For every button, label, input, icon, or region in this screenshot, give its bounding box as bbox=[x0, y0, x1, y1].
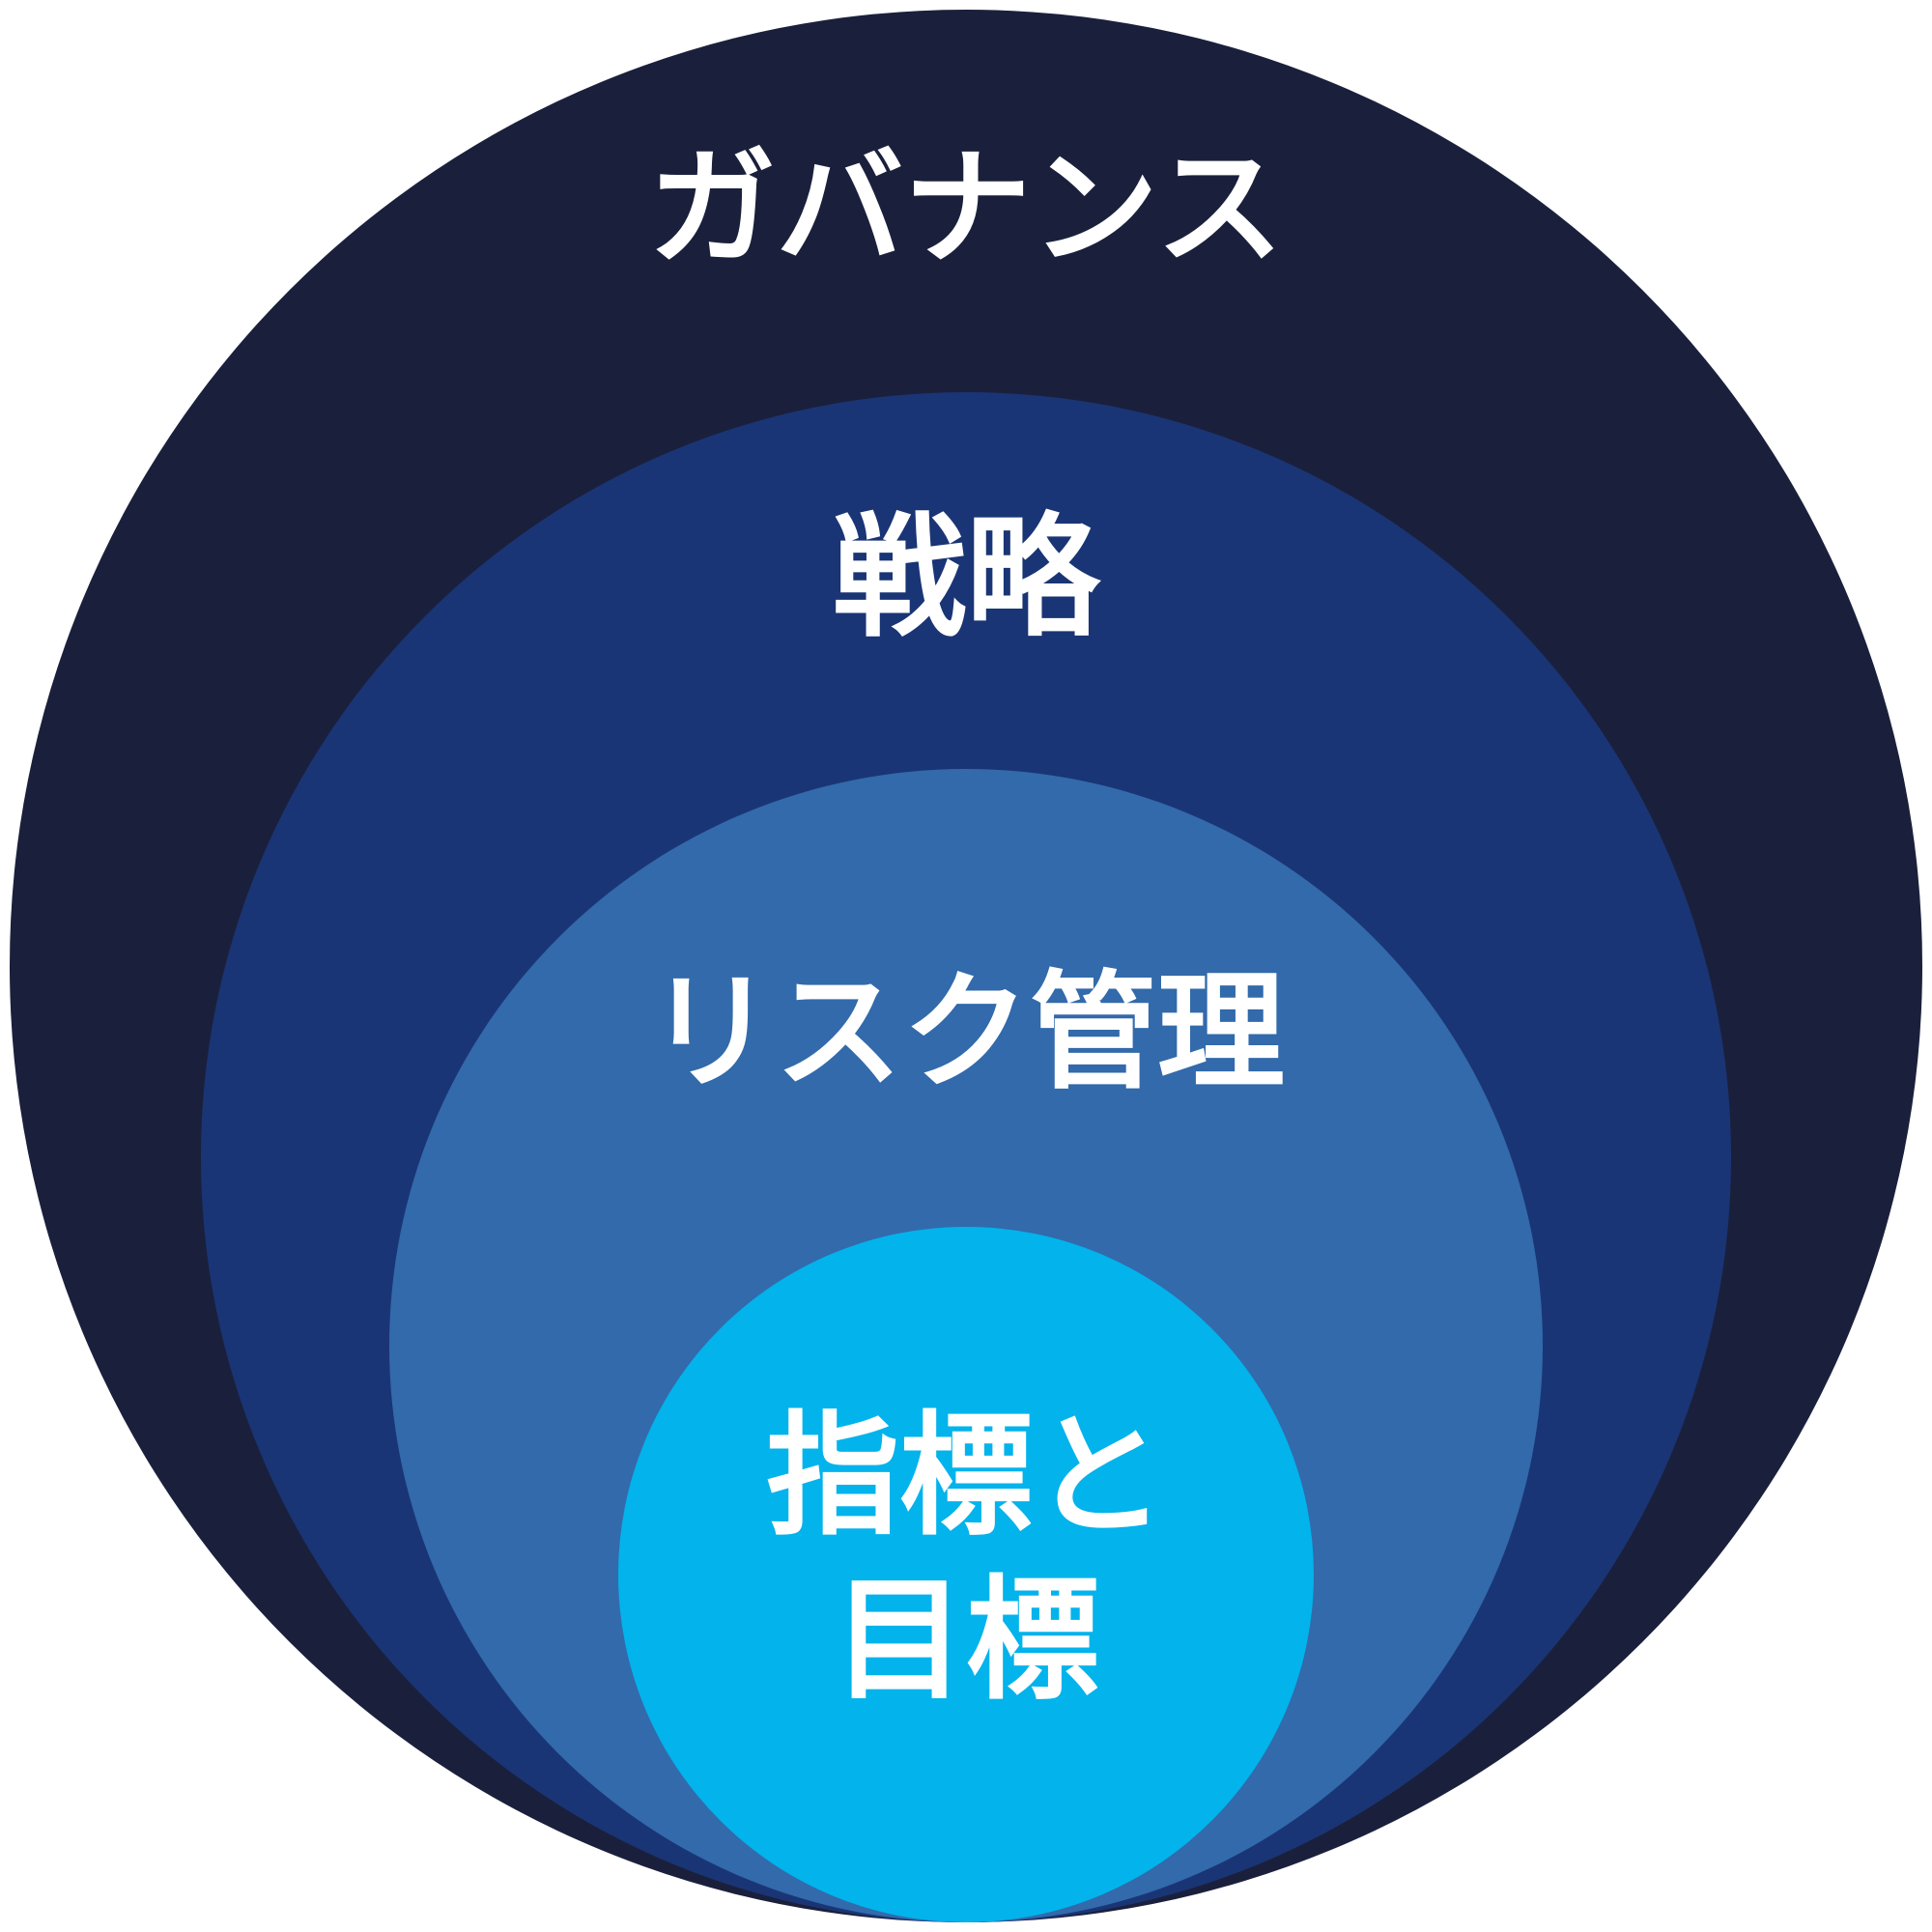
strategy-label: 戦略 bbox=[833, 500, 1101, 656]
metrics-targets-label-line-1: 指標と bbox=[766, 1399, 1166, 1554]
governance-label: ガバナンス bbox=[648, 134, 1283, 283]
risk-management-label: リスク管理 bbox=[647, 958, 1285, 1107]
metrics-targets-circle bbox=[618, 1227, 1314, 1922]
metrics-targets-label-line-2: 目標 bbox=[833, 1563, 1099, 1719]
